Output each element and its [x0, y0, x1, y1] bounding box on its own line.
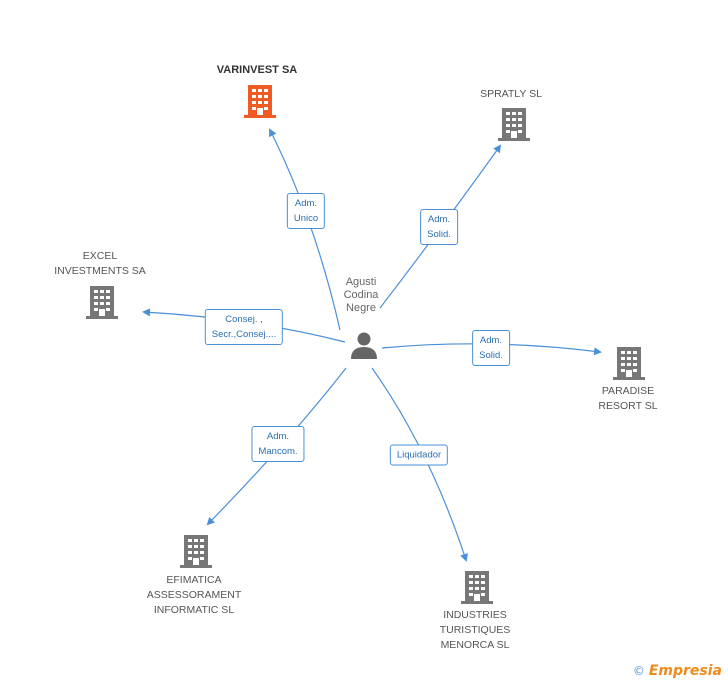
relation-label-varinvest[interactable]: Adm. Unico	[286, 193, 326, 229]
building-icon-paradise[interactable]	[613, 345, 645, 381]
building-icon-varinvest[interactable]	[244, 83, 276, 119]
company-name-industries[interactable]: INDUSTRIES TURISTIQUES MENORCA SL	[439, 609, 511, 651]
relation-label-industries[interactable]: Liquidador	[389, 444, 449, 466]
edge-varinvest	[269, 128, 341, 331]
person-name[interactable]: Agusti Codina Negre	[343, 276, 379, 314]
copyright-symbol: ©	[632, 664, 645, 678]
copyright-notice[interactable]: ©Empresia	[633, 663, 722, 679]
building-icon-industries[interactable]	[461, 569, 493, 605]
company-name-efimatica[interactable]: EFIMATICA ASSESSORAMENT INFORMATIC SL	[146, 574, 242, 616]
building-icon-efimatica[interactable]	[180, 533, 212, 569]
building-icon-excel[interactable]	[86, 284, 118, 320]
person-icon[interactable]	[349, 330, 379, 360]
company-name-paradise[interactable]: PARADISE RESORT SL	[598, 385, 658, 412]
brand-logo: Empresia	[648, 663, 722, 679]
relation-label-spratly[interactable]: Adm. Solid.	[420, 209, 458, 245]
building-icon-spratly[interactable]	[498, 106, 530, 142]
company-name-varinvest[interactable]: VARINVEST SA	[216, 64, 298, 76]
company-name-excel[interactable]: EXCEL INVESTMENTS SA	[54, 250, 146, 277]
relation-label-paradise[interactable]: Adm. Solid.	[472, 330, 510, 366]
company-name-spratly[interactable]: SPRATLY SL	[480, 88, 542, 100]
relation-label-efimatica[interactable]: Adm. Mancom.	[251, 426, 305, 462]
relation-label-excel[interactable]: Consej. , Secr.,Consej....	[204, 309, 284, 345]
